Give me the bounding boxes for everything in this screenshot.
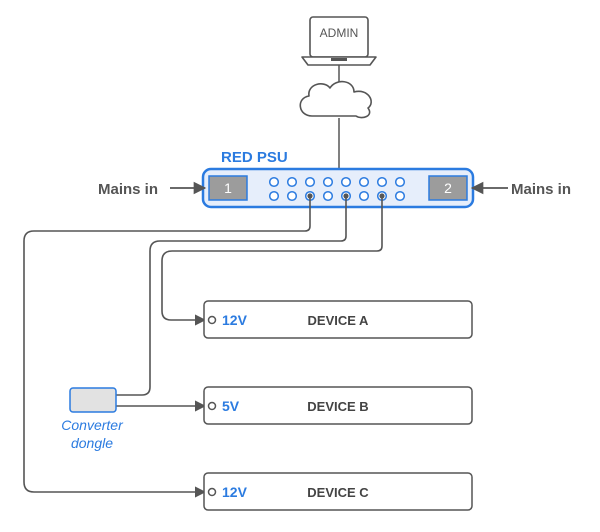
psu-outlet-r1-c7 bbox=[376, 176, 388, 188]
psu-outlet-r1-c2 bbox=[286, 176, 298, 188]
psu-outlet-r1-c6 bbox=[358, 176, 370, 188]
device-b: 5V DEVICE B bbox=[203, 386, 473, 425]
psu-outlet-r2-c2 bbox=[286, 190, 298, 202]
mains-in-right-label: Mains in bbox=[511, 181, 571, 198]
psu-input-2-label: 2 bbox=[444, 180, 452, 196]
psu-outlet-r1-c5 bbox=[340, 176, 352, 188]
device-b-port bbox=[207, 401, 217, 411]
device-c: 12V DEVICE C bbox=[203, 472, 473, 511]
psu-title: RED PSU bbox=[221, 149, 288, 166]
device-a: 12V DEVICE A bbox=[203, 300, 473, 339]
psu-outlet-r1-c8 bbox=[394, 176, 406, 188]
converter-dongle bbox=[69, 387, 117, 413]
psu-outlet-plug-r2-c5 bbox=[343, 193, 349, 199]
mains-in-left-label: Mains in bbox=[98, 181, 158, 198]
psu-outlets bbox=[268, 176, 406, 202]
psu-outlet-plug-r2-c3 bbox=[307, 193, 313, 199]
cable-to-dongle bbox=[116, 197, 347, 396]
psu-input-2 bbox=[428, 175, 468, 201]
cable-device-a bbox=[161, 197, 383, 326]
laptop-icon bbox=[301, 16, 377, 66]
device-a-port bbox=[207, 315, 217, 325]
psu-input-1-label: 1 bbox=[224, 180, 232, 196]
device-a-voltage: 12V bbox=[222, 312, 248, 328]
psu-outlet-r1-c1 bbox=[268, 176, 280, 188]
dongle-label-line2: dongle bbox=[71, 435, 113, 451]
dongle-label-line1: Converter bbox=[61, 417, 124, 433]
psu-outlet-plug-r2-c7 bbox=[379, 193, 385, 199]
cable-device-c bbox=[23, 197, 311, 498]
device-a-name: DEVICE A bbox=[308, 313, 370, 328]
device-c-port bbox=[207, 487, 217, 497]
cloud-icon bbox=[299, 80, 372, 119]
device-c-name: DEVICE C bbox=[307, 485, 369, 500]
psu-outlet-r1-c3 bbox=[304, 176, 316, 188]
admin-label: ADMIN bbox=[320, 26, 359, 40]
psu-outlet-r2-c4 bbox=[322, 190, 334, 202]
psu-outlet-r1-c4 bbox=[322, 176, 334, 188]
device-b-name: DEVICE B bbox=[307, 399, 368, 414]
device-b-voltage: 5V bbox=[222, 398, 240, 414]
psu-outlet-r2-c8 bbox=[394, 190, 406, 202]
device-c-voltage: 12V bbox=[222, 484, 248, 500]
psu-outlet-r2-c6 bbox=[358, 190, 370, 202]
psu-input-1 bbox=[208, 175, 248, 201]
psu-outlet-r2-c1 bbox=[268, 190, 280, 202]
